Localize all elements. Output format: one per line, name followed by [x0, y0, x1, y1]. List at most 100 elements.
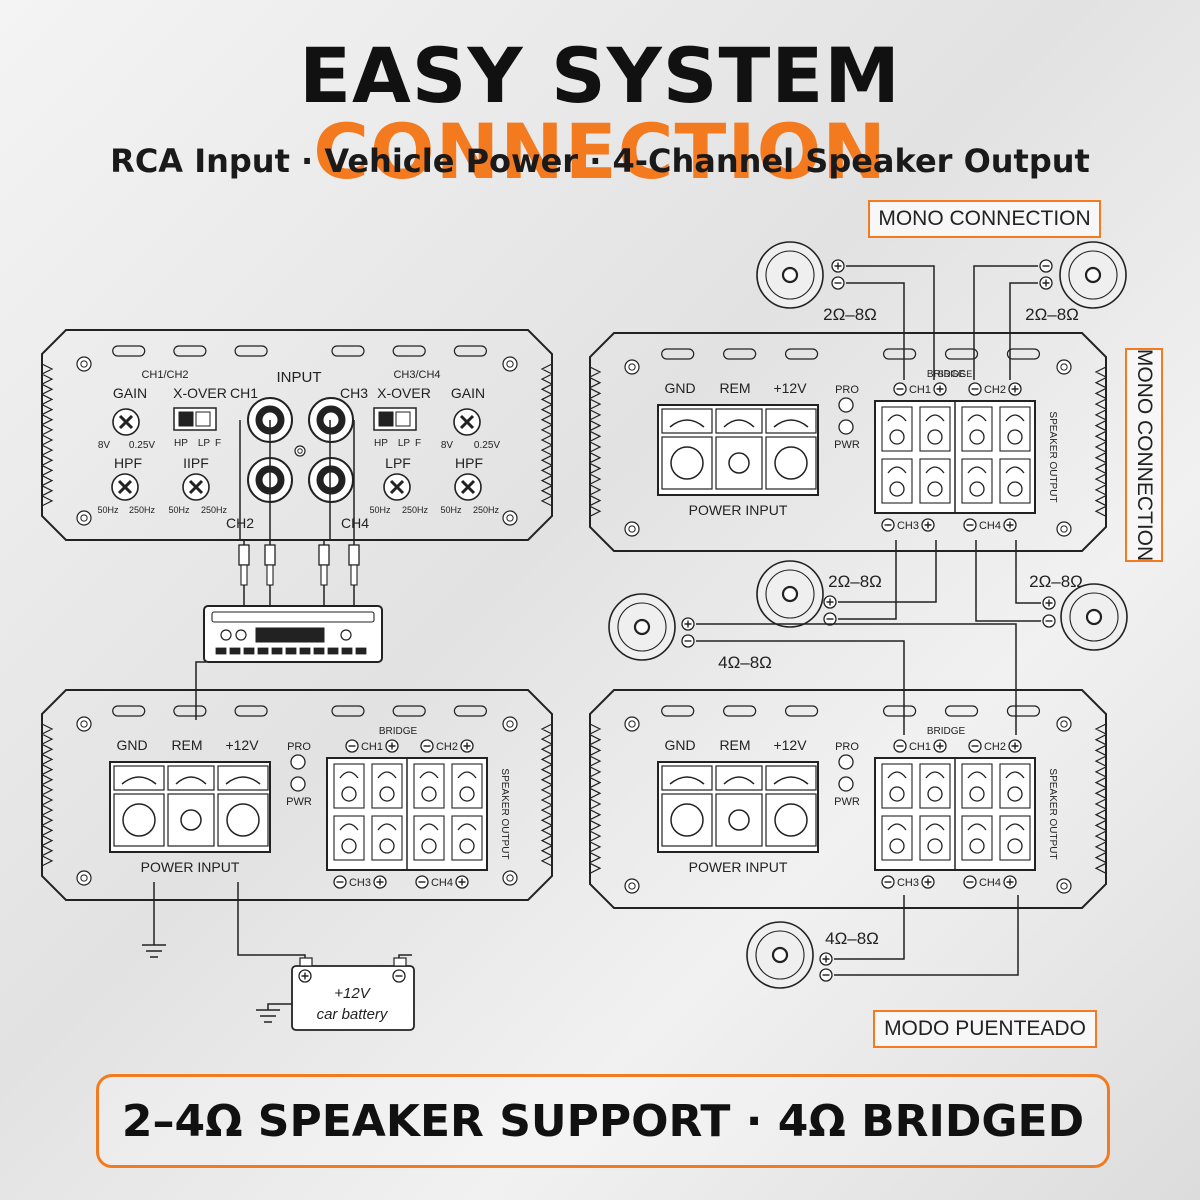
head-unit-knob — [235, 629, 247, 641]
amp-rear-panel-bridged-vent-slot — [944, 705, 979, 717]
freq-lo-label: 50Hz — [440, 505, 462, 515]
hpf-label-right: HPF — [455, 455, 483, 471]
amp-rear-panel-mono-speaker-terminal-screw — [1007, 429, 1023, 445]
amp-rear-panel-mono-speaker-terminal — [919, 458, 951, 504]
battery-plus-mark — [301, 972, 309, 980]
amp-rear-panel-left-terminal-top — [113, 765, 165, 791]
amp-rear-panel-bridged-vent-slot — [1006, 705, 1041, 717]
amp-front-panel-screw-center — [80, 514, 88, 522]
speaker-support-banner: 2–4Ω SPEAKER SUPPORT · 4Ω BRIDGED — [96, 1074, 1110, 1168]
freq-lo-label: 50Hz — [97, 505, 119, 515]
amp-rear-panel-mono-gnd-label: GND — [664, 380, 695, 396]
head-unit-button — [271, 647, 283, 655]
amp-rear-panel-bridged-speaker-terminal-arc — [1005, 823, 1025, 831]
amp-rear-panel-bridged-12v-label: +12V — [773, 737, 807, 753]
amp-rear-panel-mono-speaker-terminal — [999, 406, 1031, 452]
impedance-mono-3: 2Ω–8Ω — [828, 572, 882, 591]
amp-rear-panel-mono-12v-label: +12V — [773, 380, 807, 396]
amp-rear-panel-mono-pwr-label: PWR — [834, 439, 860, 451]
amp-rear-panel-mono-speaker-terminal — [961, 458, 993, 504]
xover-switch-right-slot — [395, 411, 411, 427]
amp-rear-panel-left-speaker-terminal-screw — [341, 838, 357, 854]
battery-name-label: car battery — [317, 1006, 389, 1023]
amp-rear-panel-mono-ch-bottom-label: CH4 — [979, 520, 1001, 532]
amp-rear-panel-mono-screw-center — [628, 363, 636, 371]
amp-rear-panel-bridged-speaker-terminal-arc — [1005, 771, 1025, 779]
amp-rear-panel-left-speaker-terminal-screw — [459, 838, 475, 854]
wire-ch2-minus — [973, 265, 1038, 380]
amp-rear-panel-bridged-speaker-terminal-screw — [1007, 786, 1023, 802]
amp-rear-panel-bridged-speaker-terminal — [881, 763, 913, 809]
wire-ch2-plus — [1009, 282, 1038, 380]
amp-rear-panel-mono-terminal-screw — [670, 446, 704, 480]
gain-knob-right-mark — [459, 414, 475, 430]
amp-rear-panel-mono-speaker-terminal-arc — [1005, 414, 1025, 422]
amp-rear-panel-left-speaker-terminal — [451, 763, 483, 809]
amp-rear-panel-left-screw — [76, 870, 92, 886]
head-unit-remote-wire — [195, 661, 206, 720]
amp-rear-panel-left-speaker-terminal — [371, 763, 403, 809]
impedance-mono-4: 2Ω–8Ω — [1029, 572, 1083, 591]
amp-rear-panel-mono-speaker-terminal-arc — [1005, 466, 1025, 474]
amp-rear-panel-left — [41, 689, 553, 901]
amp-rear-panel-mono-screw — [1056, 521, 1072, 537]
amp-rear-panel-bridged-speaker-terminal — [999, 763, 1031, 809]
amp-rear-panel-left-vent-slot — [112, 705, 146, 717]
hpf-knob-right-mark — [460, 479, 476, 495]
spk-plus-mark — [822, 955, 830, 963]
amp-rear-panel-bridged-speaker-terminal-screw — [969, 838, 985, 854]
freq-lo-label: 50Hz — [369, 505, 391, 515]
amp-rear-panel-mono-speaker-terminal — [881, 458, 913, 504]
amp-rear-panel-left-power-input-label: POWER INPUT — [141, 859, 240, 875]
amp-rear-panel-bridged-ch-top-label: CH2 — [984, 741, 1006, 753]
amp-rear-panel-left-screw — [502, 716, 518, 732]
amp-front-panel-vent-slot — [392, 345, 426, 357]
amp-rear-panel-left-ch-bottom-label: CH3 — [349, 877, 371, 889]
amp-rear-panel-left-screw — [502, 870, 518, 886]
amp-rear-panel-mono-pwr-led — [838, 419, 854, 435]
amp-rear-panel-left-screw-center — [506, 720, 514, 728]
amp-rear-panel-bridged-speaker-terminal-arc — [925, 771, 945, 779]
amp-rear-panel-mono-terminal-top — [661, 408, 713, 434]
freq-lo-label: 50Hz — [168, 505, 190, 515]
amp-front-panel-vent-slot — [331, 345, 365, 357]
impedance-bridged-2: 4Ω–8Ω — [825, 929, 879, 948]
xover-hp-right: HP — [374, 438, 388, 449]
amp-rear-panel-mono-plus-sign-mark — [924, 521, 932, 529]
amp-rear-panel-bridged-pwr-led — [838, 776, 854, 792]
rca-cable-ch4-plug — [348, 544, 360, 566]
gain-knob-left-mark — [118, 414, 134, 430]
freq-hi-label: 250Hz — [201, 505, 228, 515]
amp-rear-panel-bridged — [589, 689, 1107, 909]
amp-rear-panel-mono-screw-center — [1060, 525, 1068, 533]
amp-rear-panel-mono-screw — [624, 359, 640, 375]
battery-ground-symbol — [256, 1009, 280, 1023]
wire-ch3-minus — [838, 540, 897, 620]
gain-range-hi: 0.25V — [474, 440, 500, 451]
amp-rear-panel-bridged-speaker-terminal — [881, 815, 913, 861]
amp-rear-panel-left-terminal-screw — [180, 809, 202, 831]
speaker-mono-ch3-dust-cap — [781, 585, 799, 603]
freq-hi-label: 250Hz — [129, 505, 156, 515]
xover-lp-right: LP — [398, 438, 411, 449]
xover-label-right: X-OVER — [377, 385, 431, 401]
title-part-1: EASY SYSTEM — [299, 31, 901, 120]
head-unit-display — [255, 627, 325, 643]
freq-hi-label: 250Hz — [473, 505, 500, 515]
wire-bridged-top-plus — [696, 623, 1017, 735]
head-unit-button — [327, 647, 339, 655]
amp-rear-panel-left-speaker-terminal-arc — [339, 771, 359, 779]
amp-rear-panel-left-speaker-terminal-screw — [341, 786, 357, 802]
battery-voltage-label: +12V — [334, 985, 371, 1002]
amp-rear-panel-left-terminal-screw — [226, 803, 260, 837]
amp-rear-panel-mono-ch-top-label: CH1 — [909, 384, 931, 396]
amp-rear-panel-bridged-terminal-top — [765, 765, 817, 791]
amp-rear-panel-mono-speaker-terminal-arc — [967, 414, 987, 422]
page-subtitle: RCA Input · Vehicle Power · 4-Channel Sp… — [110, 142, 1090, 180]
head-unit-button — [285, 647, 297, 655]
amp-rear-panel-left-ch-top-label: CH2 — [436, 741, 458, 753]
spk-plus-mark — [1042, 279, 1050, 287]
amp-rear-panel-left-speaker-terminal-arc — [339, 823, 359, 831]
car-battery — [291, 965, 415, 1031]
amp-rear-panel-bridged-terminal-top — [661, 765, 713, 791]
